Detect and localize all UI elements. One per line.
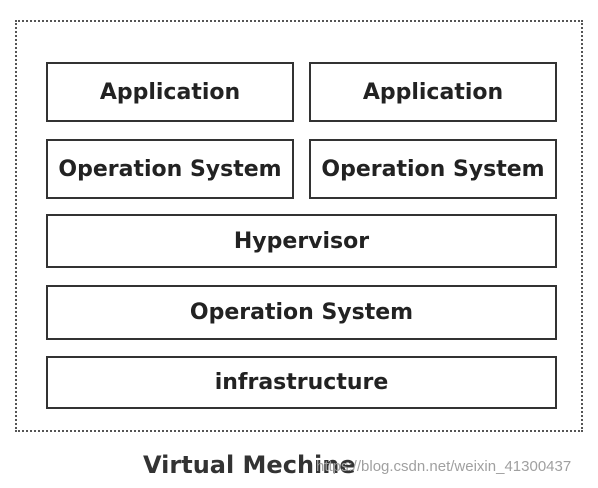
hypervisor-box: Hypervisor (46, 214, 557, 268)
host-os-box: Operation System (46, 285, 557, 340)
application-box-left: Application (46, 62, 294, 122)
virtual-machine-boundary (15, 20, 583, 432)
guest-os-box-right: Operation System (309, 139, 557, 199)
watermark-text: https://blog.csdn.net/weixin_41300437 (316, 458, 572, 475)
infrastructure-box: infrastructure (46, 356, 557, 409)
application-box-right: Application (309, 62, 557, 122)
diagram-caption: Virtual Mechine (143, 451, 356, 479)
guest-os-box-left: Operation System (46, 139, 294, 199)
